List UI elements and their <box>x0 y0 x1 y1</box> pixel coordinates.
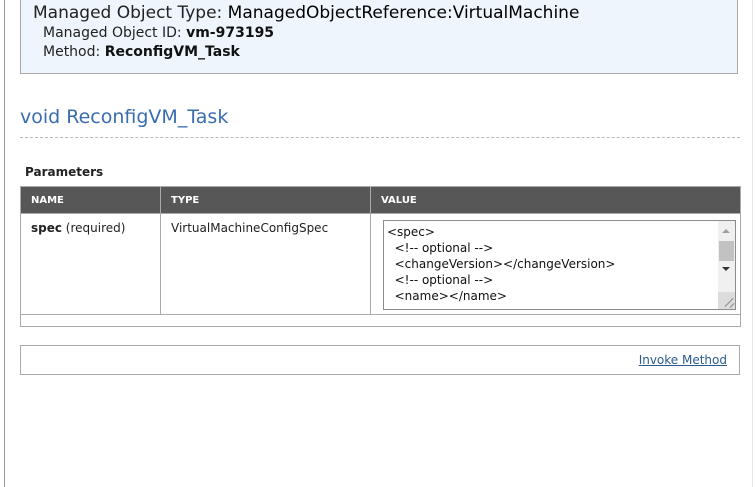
column-header-name: NAME <box>20 186 161 214</box>
spec-value-text[interactable]: <spec> <!-- optional --> <changeVersion>… <box>387 225 616 303</box>
window-right-border <box>752 0 753 487</box>
type-label: Managed Object Type: <box>33 3 228 23</box>
method-value: ReconfigVM_Task <box>104 44 240 60</box>
object-info-box: Managed Object Type: ManagedObjectRefere… <box>20 0 738 74</box>
param-type-cell: VirtualMachineConfigSpec <box>160 213 371 315</box>
table-footer-cell <box>20 314 741 327</box>
scroll-down-arrow-icon[interactable] <box>722 267 730 271</box>
param-name-cell: spec (required) <box>20 213 161 315</box>
scroll-up-arrow-icon[interactable] <box>722 229 730 233</box>
textarea-scrollbar[interactable] <box>718 221 735 309</box>
param-qualifier: (required) <box>61 221 126 235</box>
column-header-value: VALUE <box>370 186 741 214</box>
id-label: Managed Object ID: <box>43 25 187 41</box>
scrollbar-thumb[interactable] <box>719 241 734 261</box>
column-header-type: TYPE <box>160 186 371 214</box>
managed-object-type: Managed Object Type: ManagedObjectRefere… <box>33 2 737 24</box>
type-value: ManagedObjectReference:VirtualMachine <box>227 3 580 23</box>
table-header-row: NAME TYPE VALUE <box>20 186 741 214</box>
managed-object-id: Managed Object ID: vm-973195 <box>33 24 737 43</box>
parameters-table: NAME TYPE VALUE spec (required) VirtualM… <box>20 186 741 327</box>
title-divider <box>20 137 740 138</box>
method-label: Method: <box>43 44 105 60</box>
id-value: vm-973195 <box>186 25 275 41</box>
parameters-heading: Parameters <box>25 165 104 179</box>
invoke-bar: Invoke Method <box>20 345 740 375</box>
table-footer-row <box>20 314 741 327</box>
invoke-method-link[interactable]: Invoke Method <box>638 353 727 367</box>
window-left-border <box>4 0 5 487</box>
spec-value-textarea[interactable]: <spec> <!-- optional --> <changeVersion>… <box>383 220 736 310</box>
method-title: void ReconfigVM_Task <box>20 106 229 128</box>
method-info: Method: ReconfigVM_Task <box>33 43 737 62</box>
table-row: spec (required) VirtualMachineConfigSpec… <box>20 213 741 315</box>
param-name: spec <box>31 221 62 235</box>
resize-grip-icon[interactable] <box>718 292 735 309</box>
param-value-cell: <spec> <!-- optional --> <changeVersion>… <box>370 213 741 315</box>
